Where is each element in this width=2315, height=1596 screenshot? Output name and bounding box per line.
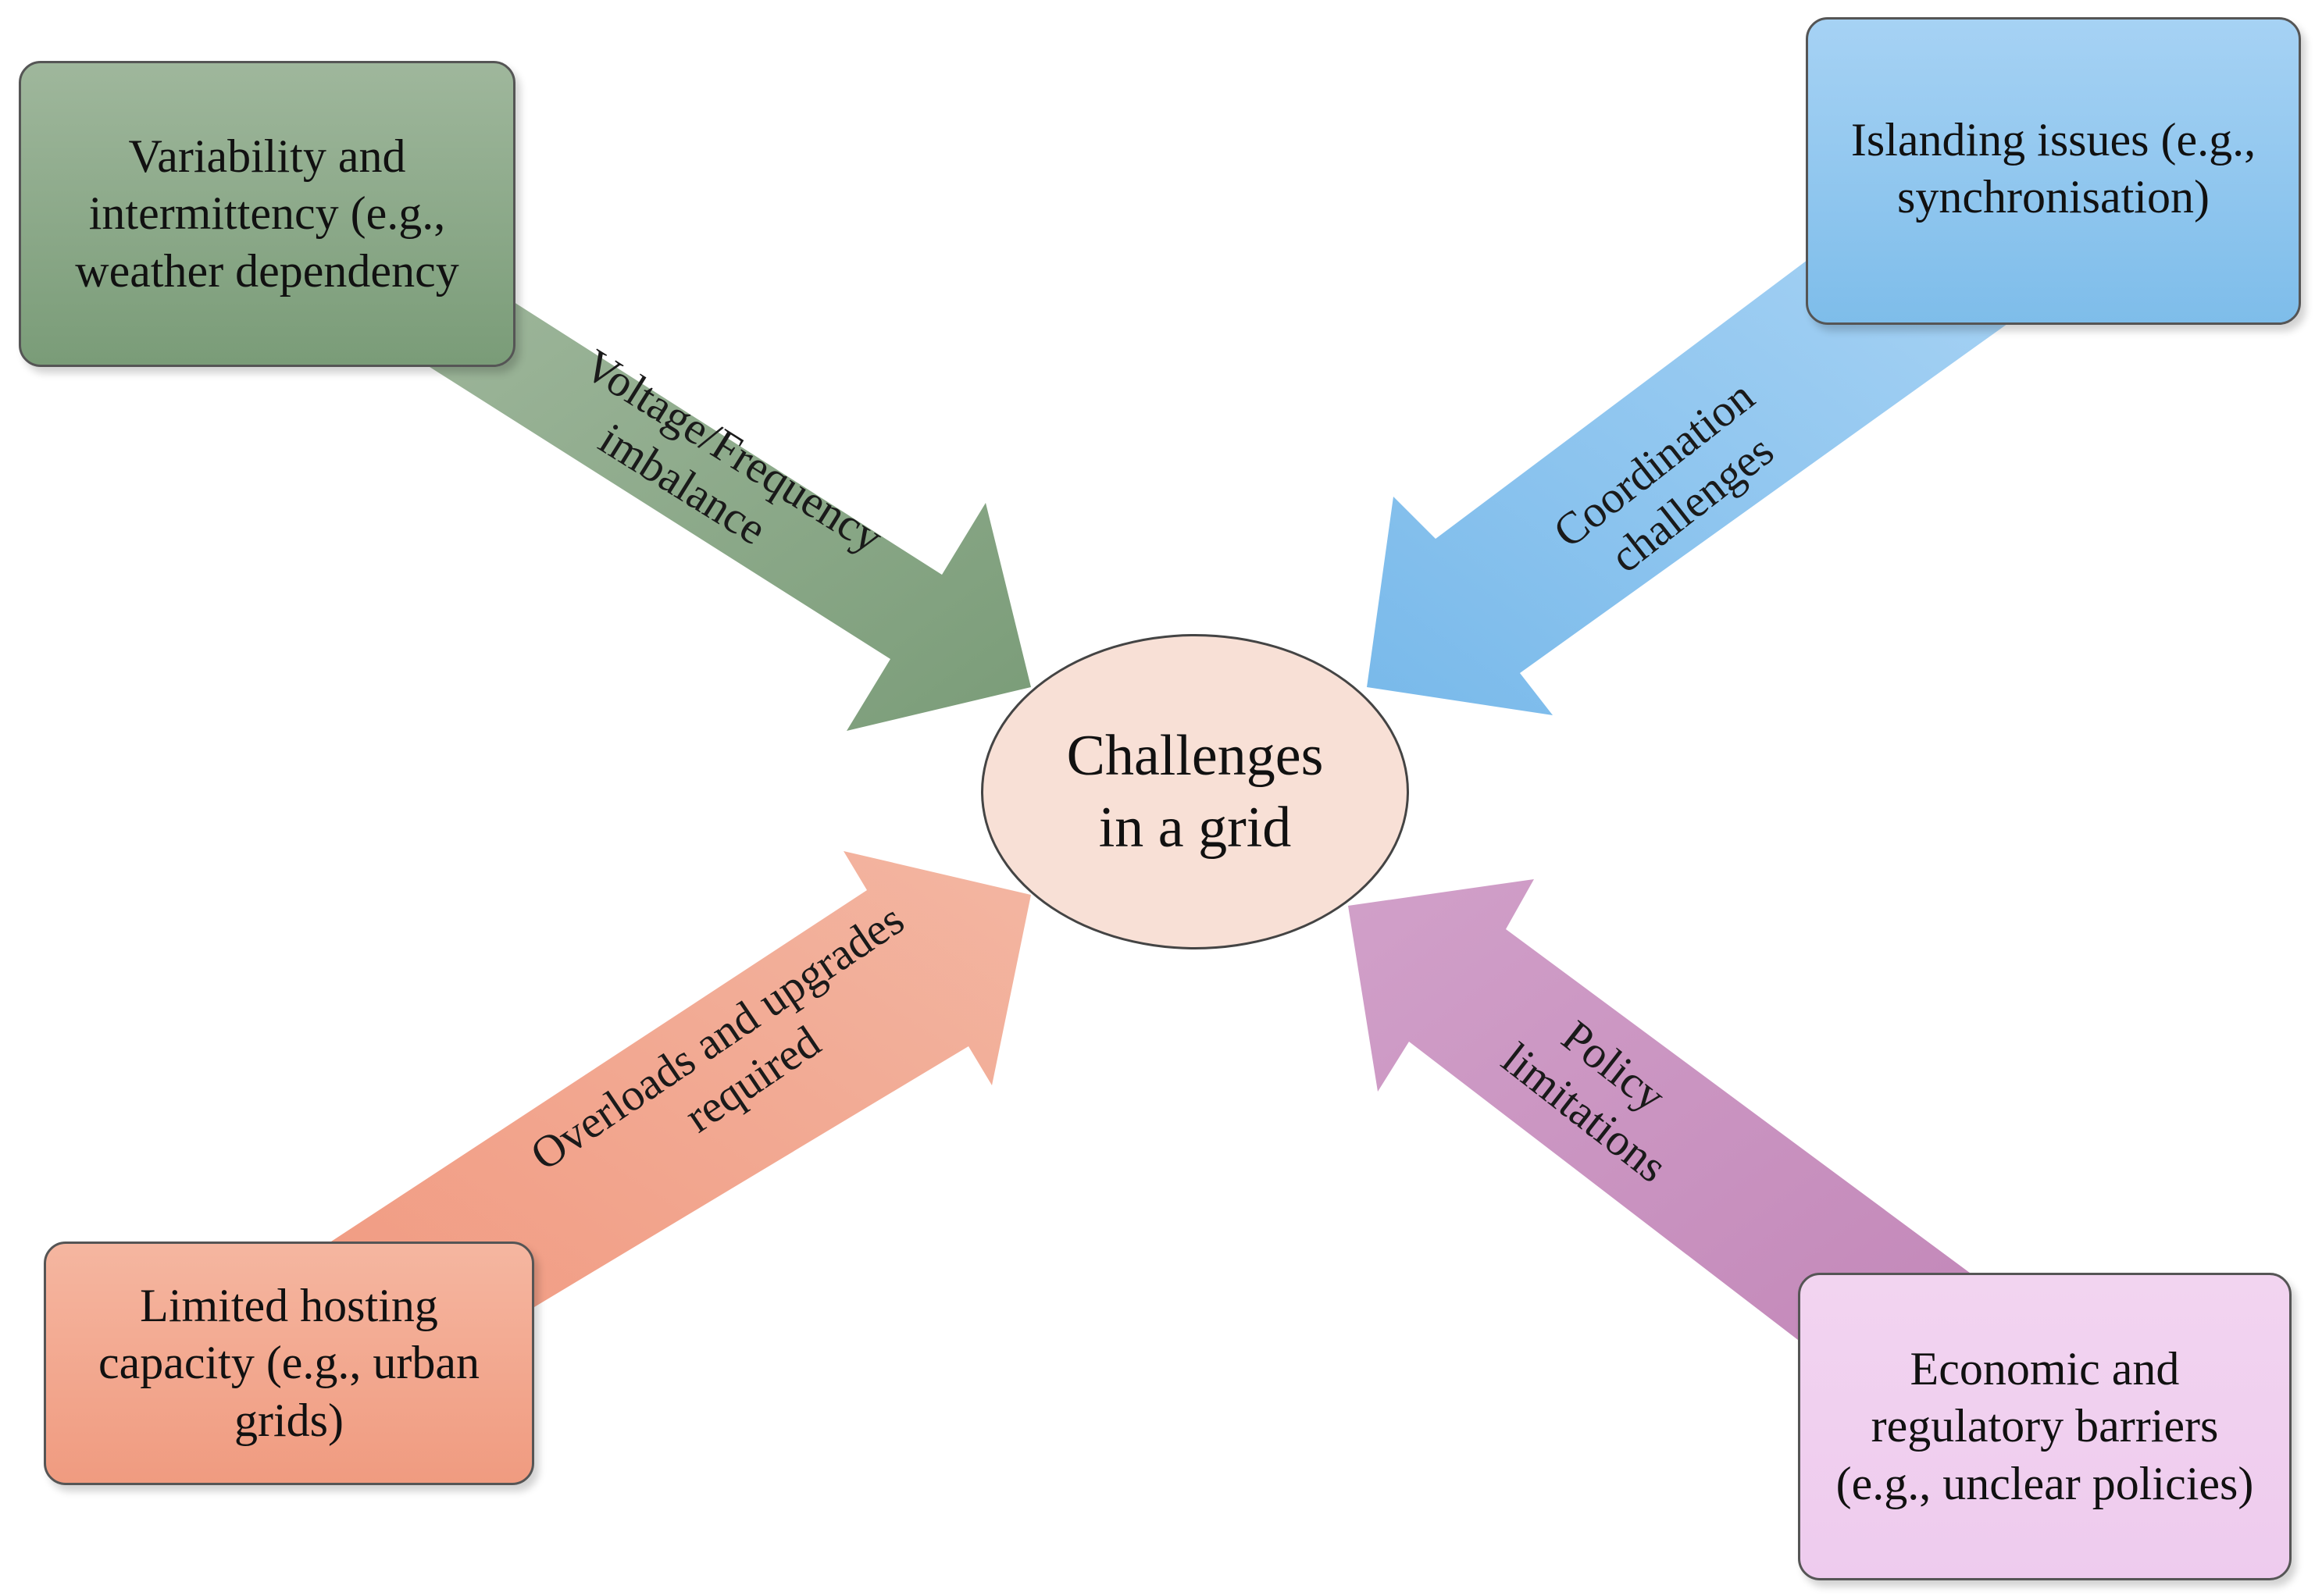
factor-text-line: Limited hosting [140,1280,438,1332]
factor-text-line: regulatory barriers [1871,1400,2219,1452]
factor-box-variability: Variability and intermittency (e.g., wea… [19,61,515,367]
factor-text-line: grids) [234,1394,344,1446]
arrow-economic [1348,879,1976,1340]
center-title-line: Challenges [1066,723,1324,788]
factor-text-line: Islanding issues (e.g., [1850,114,2256,166]
factor-box-economic: Economic and regulatory barriers (e.g., … [1798,1273,2292,1580]
factor-text-line: intermittency (e.g., [88,187,446,240]
center-title-line: in a grid [1098,796,1292,860]
arrow-islanding [1367,258,2010,715]
factor-text-line: (e.g., unclear policies) [1835,1457,2254,1509]
factor-text-line: synchronisation) [1897,171,2210,223]
factor-box-limited: Limited hosting capacity (e.g., urban gr… [44,1242,534,1485]
arrow-limited [331,851,1031,1307]
factor-box-islanding: Islanding issues (e.g., synchronisation) [1806,17,2301,325]
center-node: Challenges in a grid [981,634,1409,949]
factor-text-line: weather dependency [75,244,459,297]
factor-text-line: Economic and [1910,1343,2180,1395]
factor-text-line: capacity (e.g., urban [98,1337,480,1389]
factor-text-line: Variability and [128,130,406,183]
arrow-variability [412,273,1031,731]
